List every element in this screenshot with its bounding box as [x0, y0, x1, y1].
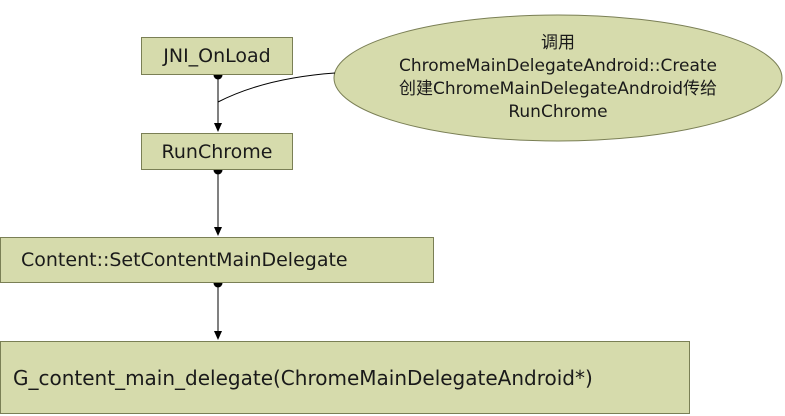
node-jni-onload: JNI_OnLoad	[141, 37, 293, 75]
node-g-content-main-delegate: G_content_main_delegate(ChromeMainDelega…	[0, 341, 690, 414]
callout-note: 调用 ChromeMainDelegateAndroid::Create 创建C…	[334, 16, 782, 140]
callout-line-2: ChromeMainDelegateAndroid::Create	[399, 56, 717, 76]
node-set-content-main-delegate: Content::SetContentMainDelegate	[0, 237, 434, 283]
callout-ellipse	[333, 14, 783, 142]
node-run-chrome: RunChrome	[141, 133, 293, 170]
callout-pointer-line	[217, 72, 336, 103]
callout-line-3: 创建ChromeMainDelegateAndroid传给	[398, 79, 718, 99]
callout-line-4: RunChrome	[508, 102, 608, 122]
callout-line-1: 调用	[541, 33, 575, 53]
